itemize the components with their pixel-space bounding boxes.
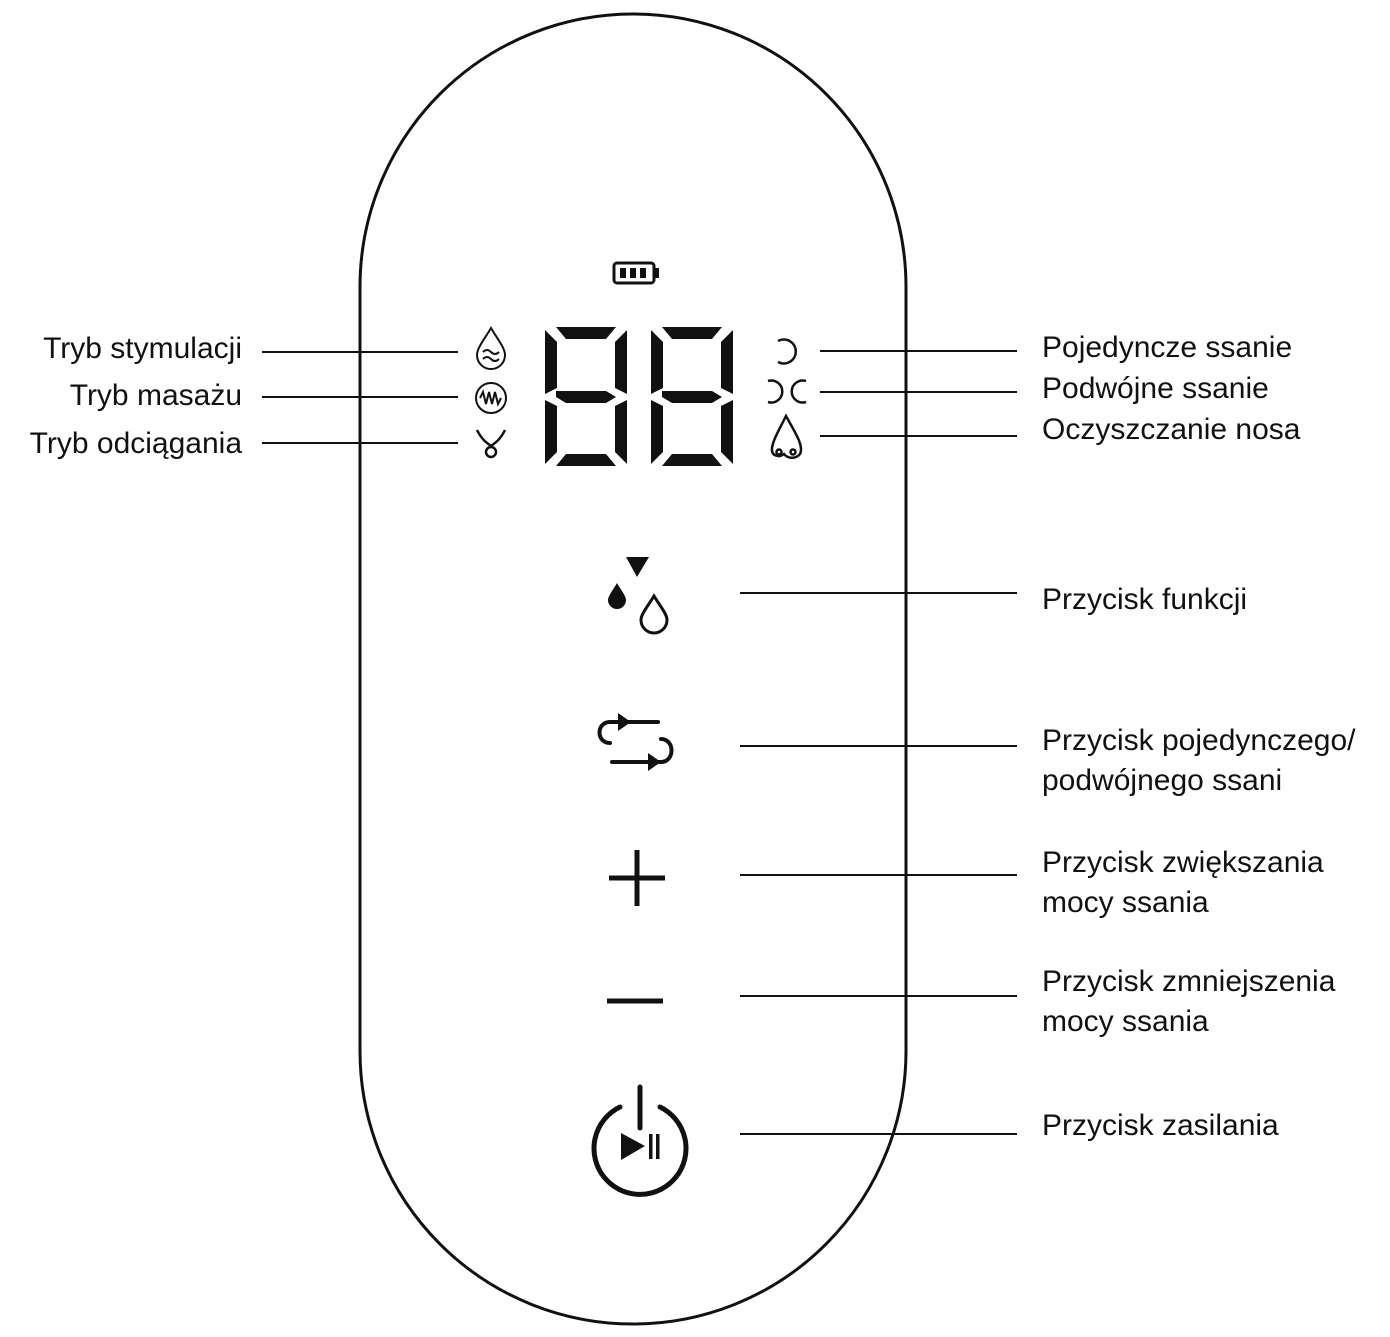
nose-icon (770, 413, 803, 459)
label-single-double-button: Przycisk pojedynczego/ podwójnego ssani (1042, 721, 1355, 801)
label-expression-mode: Tryb odciągania (29, 427, 242, 460)
label-line: mocy ssania (1042, 886, 1209, 919)
plus-icon (609, 850, 665, 906)
label-line: podwójnego ssani (1042, 764, 1283, 797)
expression-funnel-icon (475, 429, 507, 459)
label-nose-cleaning: Oczyszczanie nosa (1042, 413, 1301, 446)
power-play-pause-icon (591, 1084, 689, 1197)
label-single-suction: Pojedyncze ssanie (1042, 331, 1293, 364)
label-power-button: Przycisk zasilania (1042, 1109, 1279, 1142)
battery-icon (612, 261, 659, 285)
device-outline (358, 12, 908, 1326)
label-massage-mode: Tryb masażu (69, 379, 242, 412)
leader-lines (262, 350, 1017, 1135)
label-line: mocy ssania (1042, 1005, 1209, 1038)
digit-1 (545, 327, 627, 466)
stimulation-drop-icon (475, 326, 507, 370)
double-suction-icon (767, 379, 807, 404)
label-line: Przycisk pojedynczego/ (1042, 724, 1356, 757)
seven-segment-display (545, 327, 733, 466)
massage-wave-icon (475, 382, 507, 414)
cycle-arrows-icon (597, 713, 674, 771)
label-decrease-button: Przycisk zmniejszenia mocy ssania (1042, 962, 1335, 1042)
label-double-suction: Podwójne ssanie (1042, 372, 1269, 405)
label-line: Przycisk zwiększania (1042, 846, 1324, 879)
label-line: Przycisk zmniejszenia (1042, 965, 1336, 998)
digit-2 (651, 327, 733, 466)
label-increase-button: Przycisk zwiększania mocy ssania (1042, 843, 1324, 923)
function-drops-icon (608, 557, 669, 635)
single-suction-icon (777, 338, 798, 365)
label-function-button: Przycisk funkcji (1042, 583, 1248, 616)
label-stimulation-mode: Tryb stymulacji (43, 332, 242, 365)
